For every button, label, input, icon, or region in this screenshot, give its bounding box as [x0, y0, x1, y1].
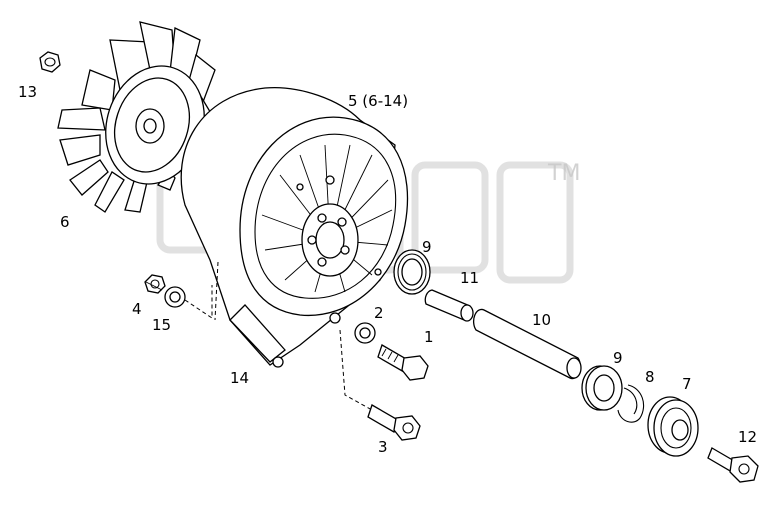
- callout-9-upper: 9: [422, 238, 432, 256]
- callout-10: 10: [532, 311, 551, 329]
- callout-labels: 1 2 3 4 5 (6-14) 6 7 8 9 9 10 11 12 13 1…: [18, 83, 757, 456]
- part-3-bolt: [339, 329, 421, 441]
- callout-11: 11: [460, 269, 479, 287]
- callout-2: 2: [374, 304, 384, 322]
- part-5-fan-housing: [180, 86, 409, 368]
- callout-3: 3: [378, 438, 388, 456]
- part-1-bolt: [377, 344, 429, 381]
- part-11-spacer: [424, 289, 474, 322]
- callout-13: 13: [18, 83, 37, 101]
- part-12-bolt: [707, 447, 759, 483]
- part-13-nut: [39, 51, 61, 73]
- part-9-bearing-upper: [393, 249, 431, 295]
- callout-12: 12: [738, 428, 757, 446]
- part-2-washer: [354, 322, 376, 344]
- part-15-washer: [164, 285, 213, 319]
- callout-7: 7: [682, 375, 692, 393]
- callout-1: 1: [424, 328, 434, 346]
- part-9-bearing-lower: [581, 365, 623, 411]
- part-8-retaining-ring: [617, 384, 645, 423]
- callout-5: 5 (6-14): [348, 92, 408, 110]
- part-10-spacer-tube: [473, 308, 582, 380]
- callout-8: 8: [645, 368, 655, 386]
- part-4-nut: [144, 274, 166, 294]
- callout-4: 4: [132, 300, 142, 318]
- part-7-pulley: [647, 396, 699, 457]
- callout-15: 15: [152, 316, 171, 334]
- leader-lines: [145, 281, 163, 291]
- watermark-tm: TM: [547, 161, 580, 186]
- callout-9-lower: 9: [613, 349, 623, 367]
- callout-6: 6: [60, 213, 70, 231]
- callout-14: 14: [230, 369, 249, 387]
